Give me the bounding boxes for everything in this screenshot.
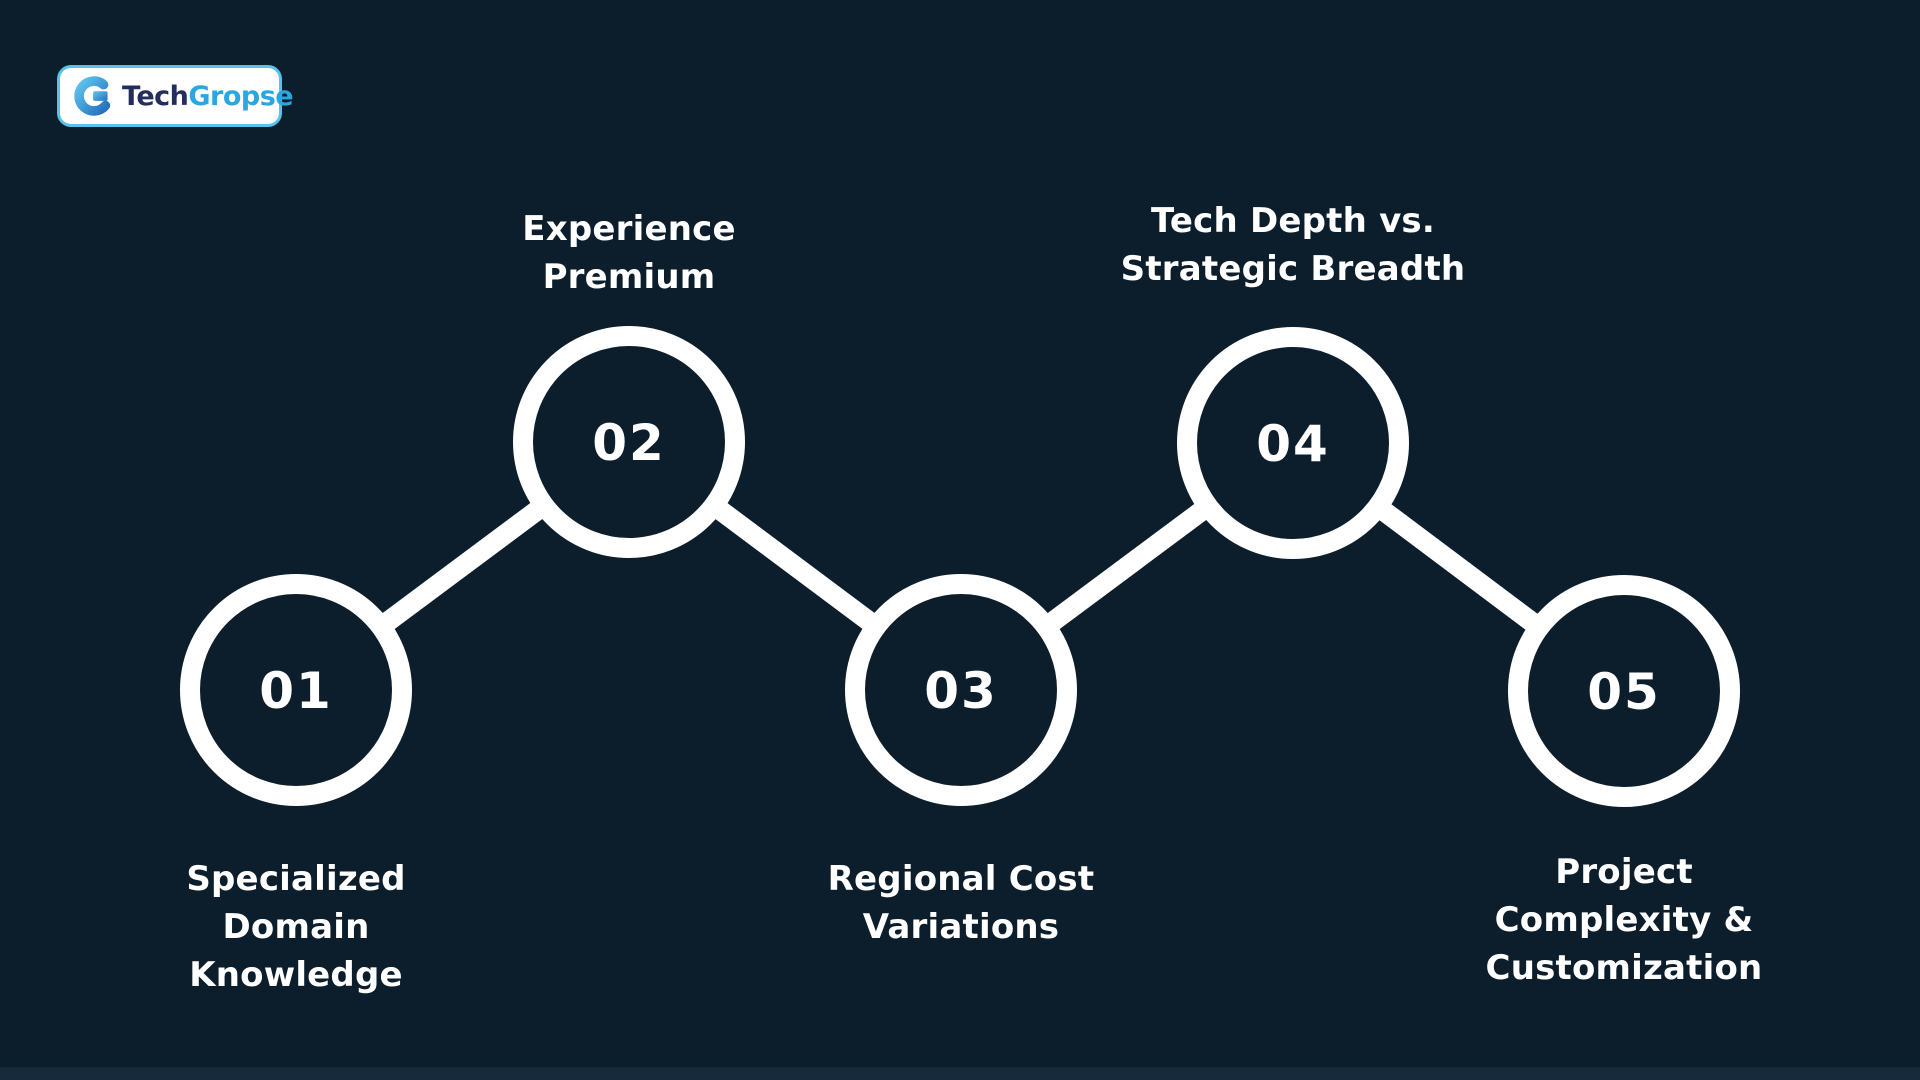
footer-strip bbox=[0, 1067, 1920, 1080]
logo-text-tech: Tech bbox=[122, 80, 189, 112]
node-label-line: Strategic Breadth bbox=[1120, 249, 1466, 289]
node-number-01: 01 bbox=[259, 662, 333, 720]
node-label-line: Domain bbox=[222, 907, 370, 947]
techgropse-g-icon bbox=[74, 76, 111, 116]
node-label-line: Specialized bbox=[186, 859, 406, 899]
node-label-regional-cost-variations: Regional Cost Variations bbox=[741, 855, 1181, 951]
logo-text-gropse: Gropse bbox=[188, 80, 294, 112]
node-label-line: Complexity & bbox=[1494, 900, 1754, 940]
logo-text: TechGropse bbox=[122, 80, 294, 112]
node-label-line: Experience bbox=[522, 209, 736, 249]
node-label-tech-depth-vs-strategic-breadth: Tech Depth vs. Strategic Breadth bbox=[1073, 197, 1513, 293]
node-number-04: 04 bbox=[1256, 415, 1330, 473]
node-label-line: Knowledge bbox=[189, 955, 403, 995]
node-label-line: Premium bbox=[542, 257, 716, 297]
node-number-05: 05 bbox=[1587, 663, 1661, 721]
node-label-line: Variations bbox=[862, 907, 1060, 947]
node-label-experience-premium: Experience Premium bbox=[409, 205, 849, 301]
node-circle-02 bbox=[513, 326, 745, 558]
node-label-specialized-domain-knowledge: Specialized Domain Knowledge bbox=[76, 855, 516, 999]
node-label-line: Project bbox=[1555, 852, 1693, 892]
node-circle-01 bbox=[180, 574, 412, 806]
node-label-line: Tech Depth vs. bbox=[1151, 201, 1435, 241]
node-circles bbox=[180, 326, 1740, 807]
node-label-project-complexity-customization: Project Complexity & Customization bbox=[1404, 848, 1844, 992]
techgropse-logo: TechGropse bbox=[57, 65, 294, 127]
node-number-03: 03 bbox=[924, 662, 998, 720]
node-numbers: 01 02 03 04 05 bbox=[259, 414, 1661, 721]
node-circle-04 bbox=[1177, 327, 1409, 559]
node-number-02: 02 bbox=[592, 414, 666, 472]
node-label-line: Regional Cost bbox=[827, 859, 1095, 899]
node-label-line: Customization bbox=[1485, 948, 1763, 988]
node-circle-05 bbox=[1508, 575, 1740, 807]
node-circle-03 bbox=[845, 574, 1077, 806]
